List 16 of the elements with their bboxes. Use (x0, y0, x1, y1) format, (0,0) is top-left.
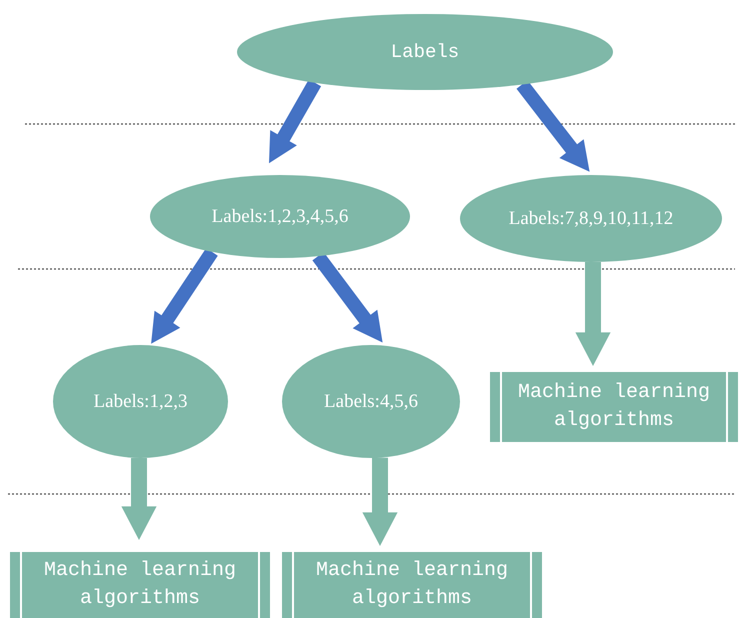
node-label: Machine learning algorithms (42, 558, 238, 612)
node-label: Machine learning algorithms (516, 380, 712, 434)
arrow (269, 79, 322, 164)
node-label: Labels:7,8,9,10,11,12 (508, 208, 674, 230)
process-box (282, 552, 542, 618)
process-box (10, 552, 270, 618)
node-label: Labels:4,5,6 (324, 390, 418, 412)
node-label: Labels:1,2,3 (94, 390, 188, 412)
node-label: Labels:1,2,3,4,5,6 (212, 206, 348, 228)
arrow (575, 262, 611, 366)
node-label: Machine learning algorithms (314, 558, 510, 612)
arrow (151, 248, 218, 344)
process-box (490, 372, 738, 442)
arrow (362, 458, 398, 546)
node-label: Labels (390, 41, 460, 63)
arrow (121, 458, 157, 540)
